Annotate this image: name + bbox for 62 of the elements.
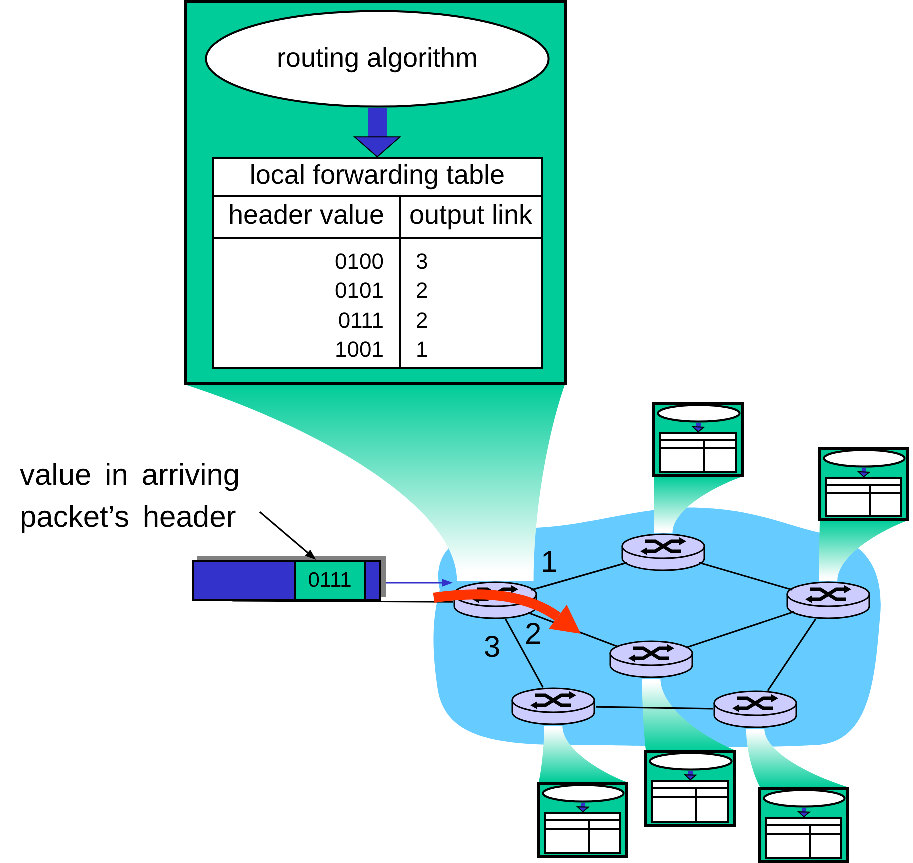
blank-table [544, 812, 621, 854]
table-value: 0101 [335, 278, 384, 304]
link-line [232, 600, 453, 603]
packet-bar [192, 556, 386, 601]
block-arrow [577, 802, 590, 812]
leader-line [259, 512, 316, 560]
table-value: 2 [416, 308, 428, 333]
link-line [686, 611, 794, 649]
callout-panel [652, 402, 744, 477]
router-icon [713, 690, 798, 729]
annotation-text: value in arriving packet’s header [20, 455, 260, 539]
algorithm-ellipse: routing algorithm [205, 10, 550, 108]
block-arrow [684, 770, 697, 781]
blank-table [765, 817, 842, 859]
column-header: output link [409, 200, 533, 231]
table-title: local forwarding table [250, 160, 506, 191]
callout-panel [758, 787, 849, 863]
link-line [699, 562, 793, 591]
callout-cone [654, 477, 742, 533]
router-icon [511, 687, 596, 726]
table-value: 1 [416, 336, 428, 362]
block-arrow [692, 422, 705, 433]
router-icon [786, 581, 871, 620]
link-number: 1 [541, 547, 558, 579]
blank-ellipse [542, 784, 625, 803]
blank-ellipse [763, 789, 846, 808]
table-value: 0100 [335, 249, 384, 274]
link-number: 3 [484, 632, 501, 664]
callout-cone [539, 726, 626, 782]
table-value: 3 [416, 249, 428, 274]
blank-ellipse [649, 752, 733, 771]
link-line [531, 562, 628, 591]
callout-cone [186, 385, 565, 581]
callout-panel [537, 782, 628, 858]
table-value: 1001 [335, 336, 384, 362]
table-value: 2 [416, 278, 428, 304]
callout-cone [642, 679, 734, 750]
block-arrow [354, 108, 401, 158]
blank-table [651, 780, 729, 823]
callout-panel [818, 447, 909, 521]
forwarding-table [212, 157, 543, 369]
packet-header: 0111 [294, 560, 366, 601]
block-arrow [858, 468, 870, 478]
link-line [596, 706, 714, 710]
blank-ellipse [657, 404, 741, 423]
callout-panel [644, 750, 736, 827]
column-header: header value [228, 200, 385, 231]
callout-panel [184, 0, 567, 385]
router-icon [453, 581, 538, 620]
blank-ellipse [823, 449, 906, 468]
blank-table [825, 477, 902, 517]
link-line [505, 619, 544, 688]
blank-table [659, 432, 737, 473]
block-arrow [798, 808, 810, 818]
link-number: 2 [525, 619, 542, 651]
router-icon [609, 640, 694, 679]
link-line [767, 618, 817, 692]
callout-cone [746, 729, 847, 787]
arrow [386, 579, 453, 587]
router-icon [621, 533, 706, 572]
callout-cone [819, 521, 907, 581]
table-value: 0111 [338, 308, 384, 333]
